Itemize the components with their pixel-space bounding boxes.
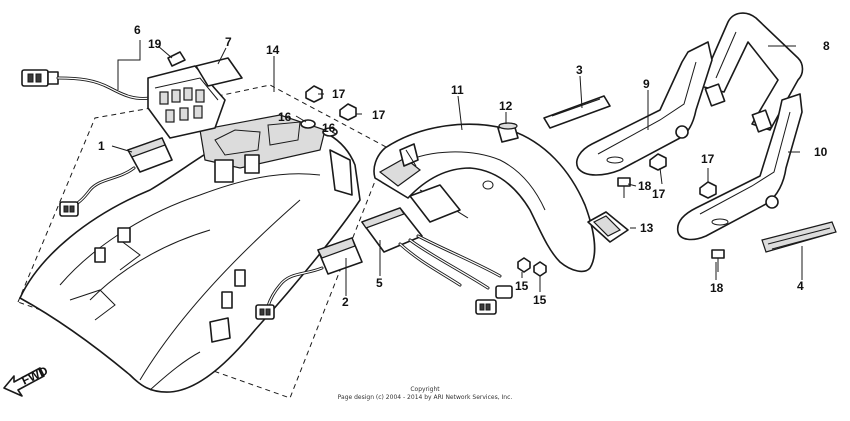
callout-6: 6 xyxy=(134,23,141,37)
callout-12: 12 xyxy=(499,99,513,113)
washer-part-16-a[interactable] xyxy=(300,119,316,129)
callout-17d: 17 xyxy=(701,152,715,166)
relay-part-1[interactable] xyxy=(59,137,173,217)
callout-17a: 17 xyxy=(332,87,346,101)
cap-part-12[interactable] xyxy=(497,122,519,143)
callout-15a: 15 xyxy=(515,279,529,293)
callout-9: 9 xyxy=(643,77,650,91)
callout-11: 11 xyxy=(451,83,464,97)
callout-2: 2 xyxy=(342,295,349,309)
callout-14: 14 xyxy=(266,43,280,57)
reflector-part-13[interactable] xyxy=(587,211,629,243)
rear-fender-part-11[interactable] xyxy=(373,123,596,273)
grab-rail-part-8[interactable] xyxy=(699,12,804,133)
callout-18a: 18 xyxy=(638,179,652,193)
callout-5: 5 xyxy=(376,276,383,290)
copyright-title: Copyright xyxy=(410,386,440,393)
wire-harness-part-6[interactable] xyxy=(21,69,152,100)
callout-4: 4 xyxy=(797,279,804,293)
reflector-part-4[interactable] xyxy=(761,221,837,253)
nut-part-17-d[interactable] xyxy=(699,181,717,199)
callout-3: 3 xyxy=(576,63,583,77)
nut-part-17-c[interactable] xyxy=(649,153,667,171)
relay-part-2[interactable] xyxy=(255,237,363,320)
fuse-box-part-19[interactable] xyxy=(147,51,226,139)
control-unit-part-5[interactable] xyxy=(361,207,513,315)
bolt-part-18-b[interactable] xyxy=(711,249,725,272)
leader-lines xyxy=(111,40,803,296)
rear-fender-part-14[interactable] xyxy=(19,114,361,393)
callout-15b: 15 xyxy=(533,293,547,307)
forward-direction-arrow xyxy=(3,367,45,397)
fwd-label: FWD xyxy=(19,363,50,387)
callout-17c: 17 xyxy=(652,187,666,201)
callout-18b: 18 xyxy=(710,281,724,295)
nut-part-15-a[interactable] xyxy=(517,257,531,273)
nut-part-17-b[interactable] xyxy=(339,103,357,121)
copyright-text: Page design (c) 2004 - 2014 by ARI Netwo… xyxy=(338,394,513,401)
label-part-7[interactable] xyxy=(195,57,243,87)
reflector-part-3[interactable] xyxy=(543,95,611,129)
callout-13: 13 xyxy=(640,221,654,235)
nut-part-17-a[interactable] xyxy=(305,85,323,103)
callout-7: 7 xyxy=(225,35,232,49)
callout-8: 8 xyxy=(823,39,830,53)
nut-part-15-b[interactable] xyxy=(533,261,547,277)
callout-1: 1 xyxy=(98,139,105,153)
washer-part-16-b[interactable] xyxy=(322,127,338,137)
callout-16b: 16 xyxy=(322,121,336,135)
callout-16a: 16 xyxy=(278,110,292,124)
callout-19: 19 xyxy=(148,37,162,51)
bolt-part-18-a[interactable] xyxy=(617,177,631,198)
assembly-boundary xyxy=(17,84,389,399)
grab-rail-part-10[interactable] xyxy=(676,93,803,241)
callout-17b: 17 xyxy=(372,108,386,122)
callout-10: 10 xyxy=(814,145,828,159)
grab-rail-part-9[interactable] xyxy=(576,41,713,176)
